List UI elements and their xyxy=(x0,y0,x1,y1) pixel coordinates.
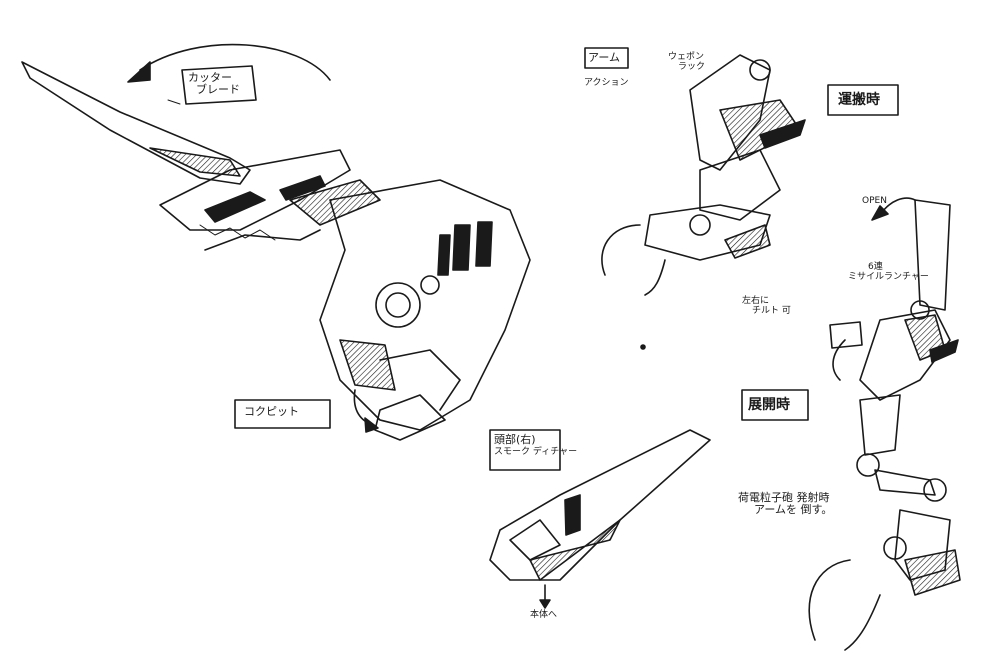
blade-rotation-arrowhead xyxy=(127,61,151,83)
arm-elbow-joint xyxy=(689,214,711,236)
blade-rotation-arrow xyxy=(139,43,331,81)
deployed-callout-box xyxy=(741,389,809,421)
tilt-label: 左右に チルト 可 xyxy=(742,296,791,316)
deployed-claw-shading xyxy=(904,549,961,596)
vent-3 xyxy=(437,234,451,276)
deployed-label: 展開時 xyxy=(748,397,790,413)
smoke-discharger-drawing xyxy=(489,429,711,609)
deployed-missile-dark xyxy=(929,339,959,363)
arm-action-label: アーム xyxy=(588,52,620,64)
missile-launcher-label: 6連 ミサイルランチャー xyxy=(848,262,929,282)
head-main-body xyxy=(319,179,531,431)
vent-1 xyxy=(452,224,471,271)
deployed-upper-block xyxy=(859,309,951,401)
deployed-lower-block xyxy=(859,394,901,456)
smoke-vent xyxy=(564,494,581,536)
head-unit-drawing xyxy=(21,43,531,441)
arm-action-sub-label: アクション xyxy=(584,78,629,88)
chin-plate xyxy=(374,394,446,441)
to-body-arrowhead xyxy=(539,599,551,609)
arm-claw-left xyxy=(601,224,641,276)
arm-action-callout-box xyxy=(584,47,629,69)
weapon-rack-label: ウェポン ラック xyxy=(668,52,705,72)
cockpit-swing-arrowhead xyxy=(364,417,379,433)
transport-callout-box xyxy=(827,84,899,116)
deployed-joint-3 xyxy=(883,536,907,560)
deployed-line1: 展開時 xyxy=(748,397,790,413)
smoke-discharger-line2: スモーク ディチャー xyxy=(494,447,578,457)
blade-shading xyxy=(149,147,241,177)
open-label: OPEN xyxy=(862,196,887,206)
deployed-forearm xyxy=(874,469,936,496)
arm-action-line2: アクション xyxy=(584,78,629,88)
arm-claw-finger xyxy=(644,259,666,296)
missile-launcher-line1: 6連 xyxy=(868,262,883,272)
lower-jaw xyxy=(204,229,321,251)
cutter-blade-line2: ブレード xyxy=(196,83,240,96)
cockpit-shading xyxy=(339,339,396,391)
smoke-discharger-window xyxy=(509,519,561,561)
missile-launcher-line2: ミサイルランチャー xyxy=(848,272,929,282)
cutter-blade-callout-pointer xyxy=(167,99,181,105)
to-body-line1: 本体へ xyxy=(530,610,558,620)
cutter-blade-shape xyxy=(21,61,251,185)
tilt-unit xyxy=(829,321,863,349)
cockpit-callout-box xyxy=(234,399,331,429)
cockpit-label: コクピット xyxy=(244,406,299,418)
weapon-note-label: 荷電粒子砲 発射時 アームを 倒す。 xyxy=(738,492,832,516)
arm-mid-block xyxy=(699,149,781,221)
deployed-claw-left xyxy=(808,559,851,641)
weapon-note-line1: 荷電粒子砲 発射時 xyxy=(738,491,830,504)
open-arrowhead xyxy=(871,205,889,221)
housing-slot-2 xyxy=(279,175,326,201)
cockpit-frame xyxy=(379,349,461,411)
arm-transport-drawing xyxy=(584,47,899,296)
arm-claw-shading xyxy=(724,224,771,259)
cutter-blade-label: カッター ブレード xyxy=(188,72,240,96)
housing-shading xyxy=(289,179,381,226)
transport-line1: 運搬時 xyxy=(838,92,880,108)
cutter-blade-callout-box xyxy=(181,65,257,105)
smoke-discharger-label: 頭部(右) スモーク ディチャー xyxy=(494,434,577,458)
smoke-callout-box xyxy=(489,429,561,471)
cutter-blade-line1: カッター xyxy=(188,71,232,84)
to-body-label: 本体へ xyxy=(530,610,557,620)
weapon-rack-line2: ラック xyxy=(678,62,706,72)
cockpit-pod-inner xyxy=(385,292,411,318)
arm-deployed-drawing xyxy=(741,197,961,651)
deployed-joint-2 xyxy=(923,478,947,502)
tilt-line2: チルト 可 xyxy=(752,306,791,316)
cockpit-line1: コクピット xyxy=(244,405,299,418)
smoke-discharger-line1: 頭部(右) xyxy=(494,433,536,446)
cockpit-pod-outer xyxy=(375,282,421,328)
launcher-rail xyxy=(914,199,951,311)
sensor-lens xyxy=(420,275,440,295)
vent-2 xyxy=(475,221,493,267)
transport-label: 運搬時 xyxy=(838,92,880,108)
smoke-shading xyxy=(529,519,621,581)
arm-action-line1: アーム xyxy=(588,51,621,64)
tilt-line1: 左右に xyxy=(742,296,770,306)
tilt-arrow xyxy=(832,339,846,381)
weapon-note-line2: アームを 倒す。 xyxy=(754,503,833,516)
arm-missile-dark xyxy=(759,119,806,149)
open-line1: OPEN xyxy=(862,196,887,206)
housing-slot xyxy=(204,191,266,223)
stray-ink-dot xyxy=(640,344,646,350)
deployed-claw-finger xyxy=(844,594,881,651)
teeth-row xyxy=(199,224,276,241)
deployed-joint-1 xyxy=(856,453,880,477)
weapon-rack-line1: ウェポン xyxy=(668,52,705,62)
arm-shoulder-joint xyxy=(749,59,771,81)
cockpit-swing-arrow xyxy=(353,389,373,426)
